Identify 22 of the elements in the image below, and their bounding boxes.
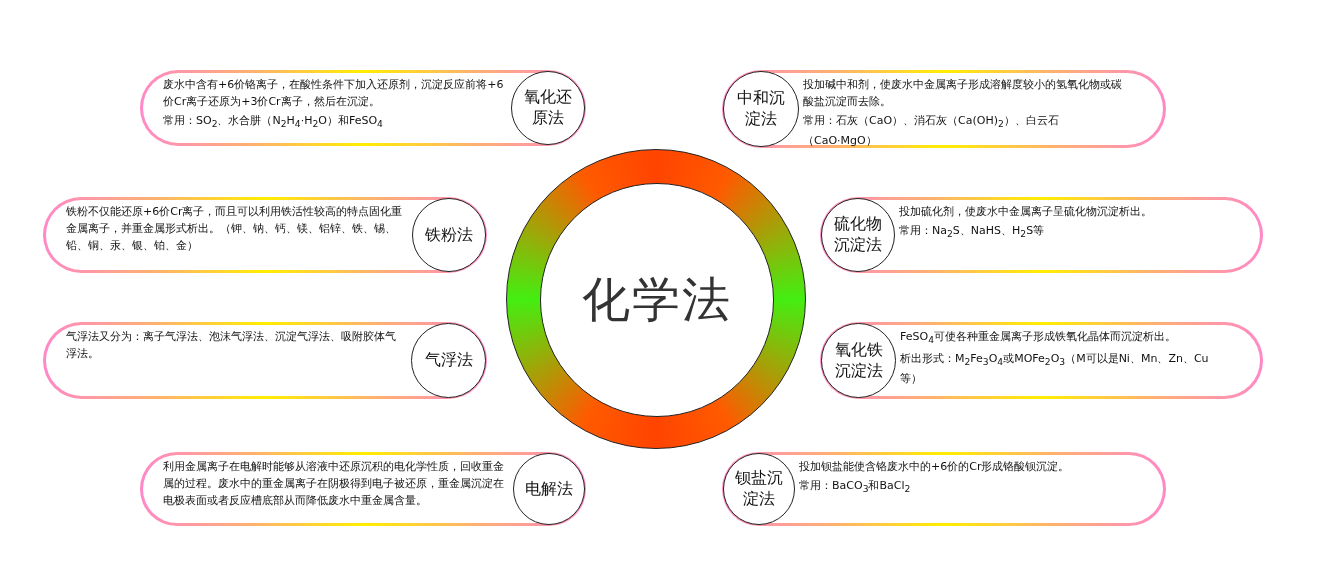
method-circle: 氧化铁沉淀法 (821, 323, 896, 398)
method-circle: 硫化物沉淀法 (821, 198, 895, 272)
description-text: 废水中含有+6价铬离子，在酸性条件下加入还原剂，沉淀反应前将+6价Cr离子还原为+3价Cr离子，然后在沉淀。 (163, 77, 505, 110)
description-text: 析出形式：M$_{2}$Fe$_{3}$O$_{4}$或MOFe$_{2}$O$_{3}$（M可以是Ni、Mn、Zn、Cu等） (900, 351, 1210, 388)
description-text: 投加碱中和剂，使废水中金属离子形成溶解度较小的氢氧化物或碳酸盐沉淀而去除。 (803, 77, 1123, 110)
method-circle: 钡盐沉淀法 (723, 453, 795, 525)
method-circle: 中和沉淀法 (723, 71, 799, 147)
method-circle: 氧化还原法 (511, 71, 585, 145)
description-text: 投加硫化剂，使废水中金属离子呈硫化物沉淀析出。 (899, 204, 1153, 220)
method-circle: 铁粉法 (412, 198, 486, 272)
description-text: 投加钡盐能使含铬废水中的+6价的Cr形成铬酸钡沉淀。 (799, 459, 1071, 475)
description-text: 铁粉不仅能还原+6价Cr离子，而且可以利用铁活性较高的特点固化重金属离子，并重金属形式析出。（钾、钠、钙、镁、铝锌、铁、锡、铅、铜、汞、银、铂、金） (66, 204, 404, 254)
description-text: 利用金属离子在电解时能够从溶液中还原沉积的电化学性质，回收重金属的过程。废水中的重金属离子在阴极得到电子被还原，重金属沉淀在电极表面或者反应槽底部从而降低废水中重金属含量。 (163, 459, 505, 509)
center-title: 化学法 (582, 270, 732, 329)
description-text: 常用：Na$_{2}$S、NaHS、H$_{2}$S等 (899, 223, 1046, 242)
description-text: FeSO$_{4}$可使各种重金属离子形成铁氧化晶体而沉淀析出。 (900, 329, 1177, 348)
method-circle: 电解法 (513, 453, 585, 525)
description-text: 常用：SO$_{2}$、水合肼（N$_{2}$H$_{4}$·H$_{2}$O）和FeSO$_{4}$ (163, 113, 384, 132)
description-text: 常用：BaCO$_{3}$和BaCl$_{2}$ (799, 478, 912, 497)
description-text: 气浮法又分为：离子气浮法、泡沫气浮法、沉淀气浮法、吸附胶体气浮法。 (66, 329, 397, 362)
method-circle: 气浮法 (411, 323, 486, 398)
description-text: 常用：石灰（CaO）、消石灰（Ca(OH)$_{2}$）、白云石（CaO·MgO） (803, 113, 1060, 150)
